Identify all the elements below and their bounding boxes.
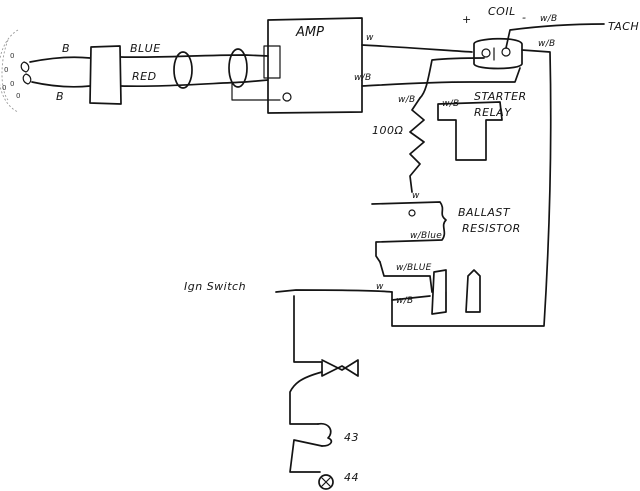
wire-amp-w bbox=[361, 44, 473, 53]
relay-wb2-label: w/B bbox=[442, 99, 459, 109]
wire-blue bbox=[120, 54, 269, 59]
label-b-top: B bbox=[62, 42, 70, 55]
resistor-100-ohm bbox=[409, 97, 425, 193]
starter-relay-label-2: RELAY bbox=[474, 106, 512, 119]
lamp-43 bbox=[317, 422, 333, 447]
ballast-terminal bbox=[408, 209, 416, 217]
tach-label: TACH bbox=[608, 20, 639, 33]
wire-after-diode bbox=[289, 371, 323, 425]
lamp-44-cross bbox=[321, 477, 331, 487]
ballast-resistor-label-2: RESISTOR bbox=[462, 222, 521, 235]
wire-lower-wb bbox=[391, 295, 431, 301]
ferrite-ring-right bbox=[228, 48, 248, 88]
wire-ign-down bbox=[293, 295, 323, 363]
wire-coil-feed bbox=[419, 57, 485, 99]
ferrite-ring-left bbox=[173, 51, 193, 89]
diode-symbol bbox=[321, 359, 359, 377]
resistor-label: 100Ω bbox=[372, 124, 403, 137]
connector-pin-label: 0 bbox=[2, 84, 6, 92]
starter-relay-box bbox=[437, 101, 503, 161]
wire-right-harness bbox=[391, 49, 552, 327]
label-red: RED bbox=[132, 70, 157, 83]
label-amp-wb: w/B bbox=[354, 73, 371, 83]
label-blue: BLUE bbox=[130, 42, 161, 55]
pin-43-label: 43 bbox=[344, 431, 359, 444]
coil-plus-label: + bbox=[462, 13, 472, 26]
w-blue-label-1: w/Blue bbox=[410, 231, 442, 241]
relay-terminal-right bbox=[465, 269, 481, 313]
coil-terminal-minus bbox=[501, 47, 511, 57]
label-b-bottom: B bbox=[56, 90, 64, 103]
amp-terminal bbox=[282, 92, 292, 102]
lamp-44 bbox=[318, 474, 334, 490]
lower-w-label: w bbox=[376, 282, 384, 292]
wire-43-down bbox=[289, 439, 323, 473]
wire-loop-red bbox=[231, 83, 281, 101]
connector-pin-label: 0 bbox=[10, 80, 14, 88]
ballast-w-label: w bbox=[412, 191, 420, 201]
connector-pin-label: 0 bbox=[10, 52, 14, 60]
ign-switch-bus bbox=[275, 289, 393, 293]
ballast-resistor bbox=[371, 201, 447, 263]
plug-block bbox=[89, 45, 122, 105]
relay-terminal-left bbox=[431, 269, 447, 315]
coil-terminal-plus bbox=[481, 48, 491, 58]
coil bbox=[473, 37, 523, 70]
pin-44-label: 44 bbox=[344, 471, 359, 484]
ign-switch-label: Ign Switch bbox=[184, 280, 246, 293]
wire-b-bottom bbox=[31, 81, 91, 88]
amp-box bbox=[267, 17, 363, 114]
connector-pin-label: 0 bbox=[4, 66, 8, 74]
label-amp-w: w bbox=[366, 33, 374, 43]
coil-minus-label: - bbox=[522, 11, 526, 24]
lower-wb-label: w/B bbox=[396, 296, 413, 306]
wire-red bbox=[120, 79, 269, 88]
coil-wb-label: w/B bbox=[540, 14, 557, 24]
wire-amp-wb bbox=[361, 67, 521, 87]
wire-w-blue bbox=[379, 261, 433, 293]
w-blue-label-2: w/BLUE bbox=[396, 263, 432, 273]
wire-tach bbox=[505, 23, 605, 49]
ballast-resistor-label-1: BALLAST bbox=[458, 206, 511, 219]
amp-label: AMP bbox=[295, 25, 324, 40]
coil-label: COIL bbox=[488, 5, 516, 18]
starter-relay-label-1: STARTER bbox=[474, 90, 527, 103]
wire-b-top bbox=[29, 56, 91, 63]
amp-input-connector bbox=[263, 45, 281, 79]
coil-wb2-label: w/B bbox=[538, 39, 555, 49]
relay-wb-label: w/B bbox=[398, 95, 415, 105]
connector-pin-label: 0 bbox=[16, 92, 20, 100]
round-connector: 0 0 0 0 0 bbox=[0, 29, 32, 113]
